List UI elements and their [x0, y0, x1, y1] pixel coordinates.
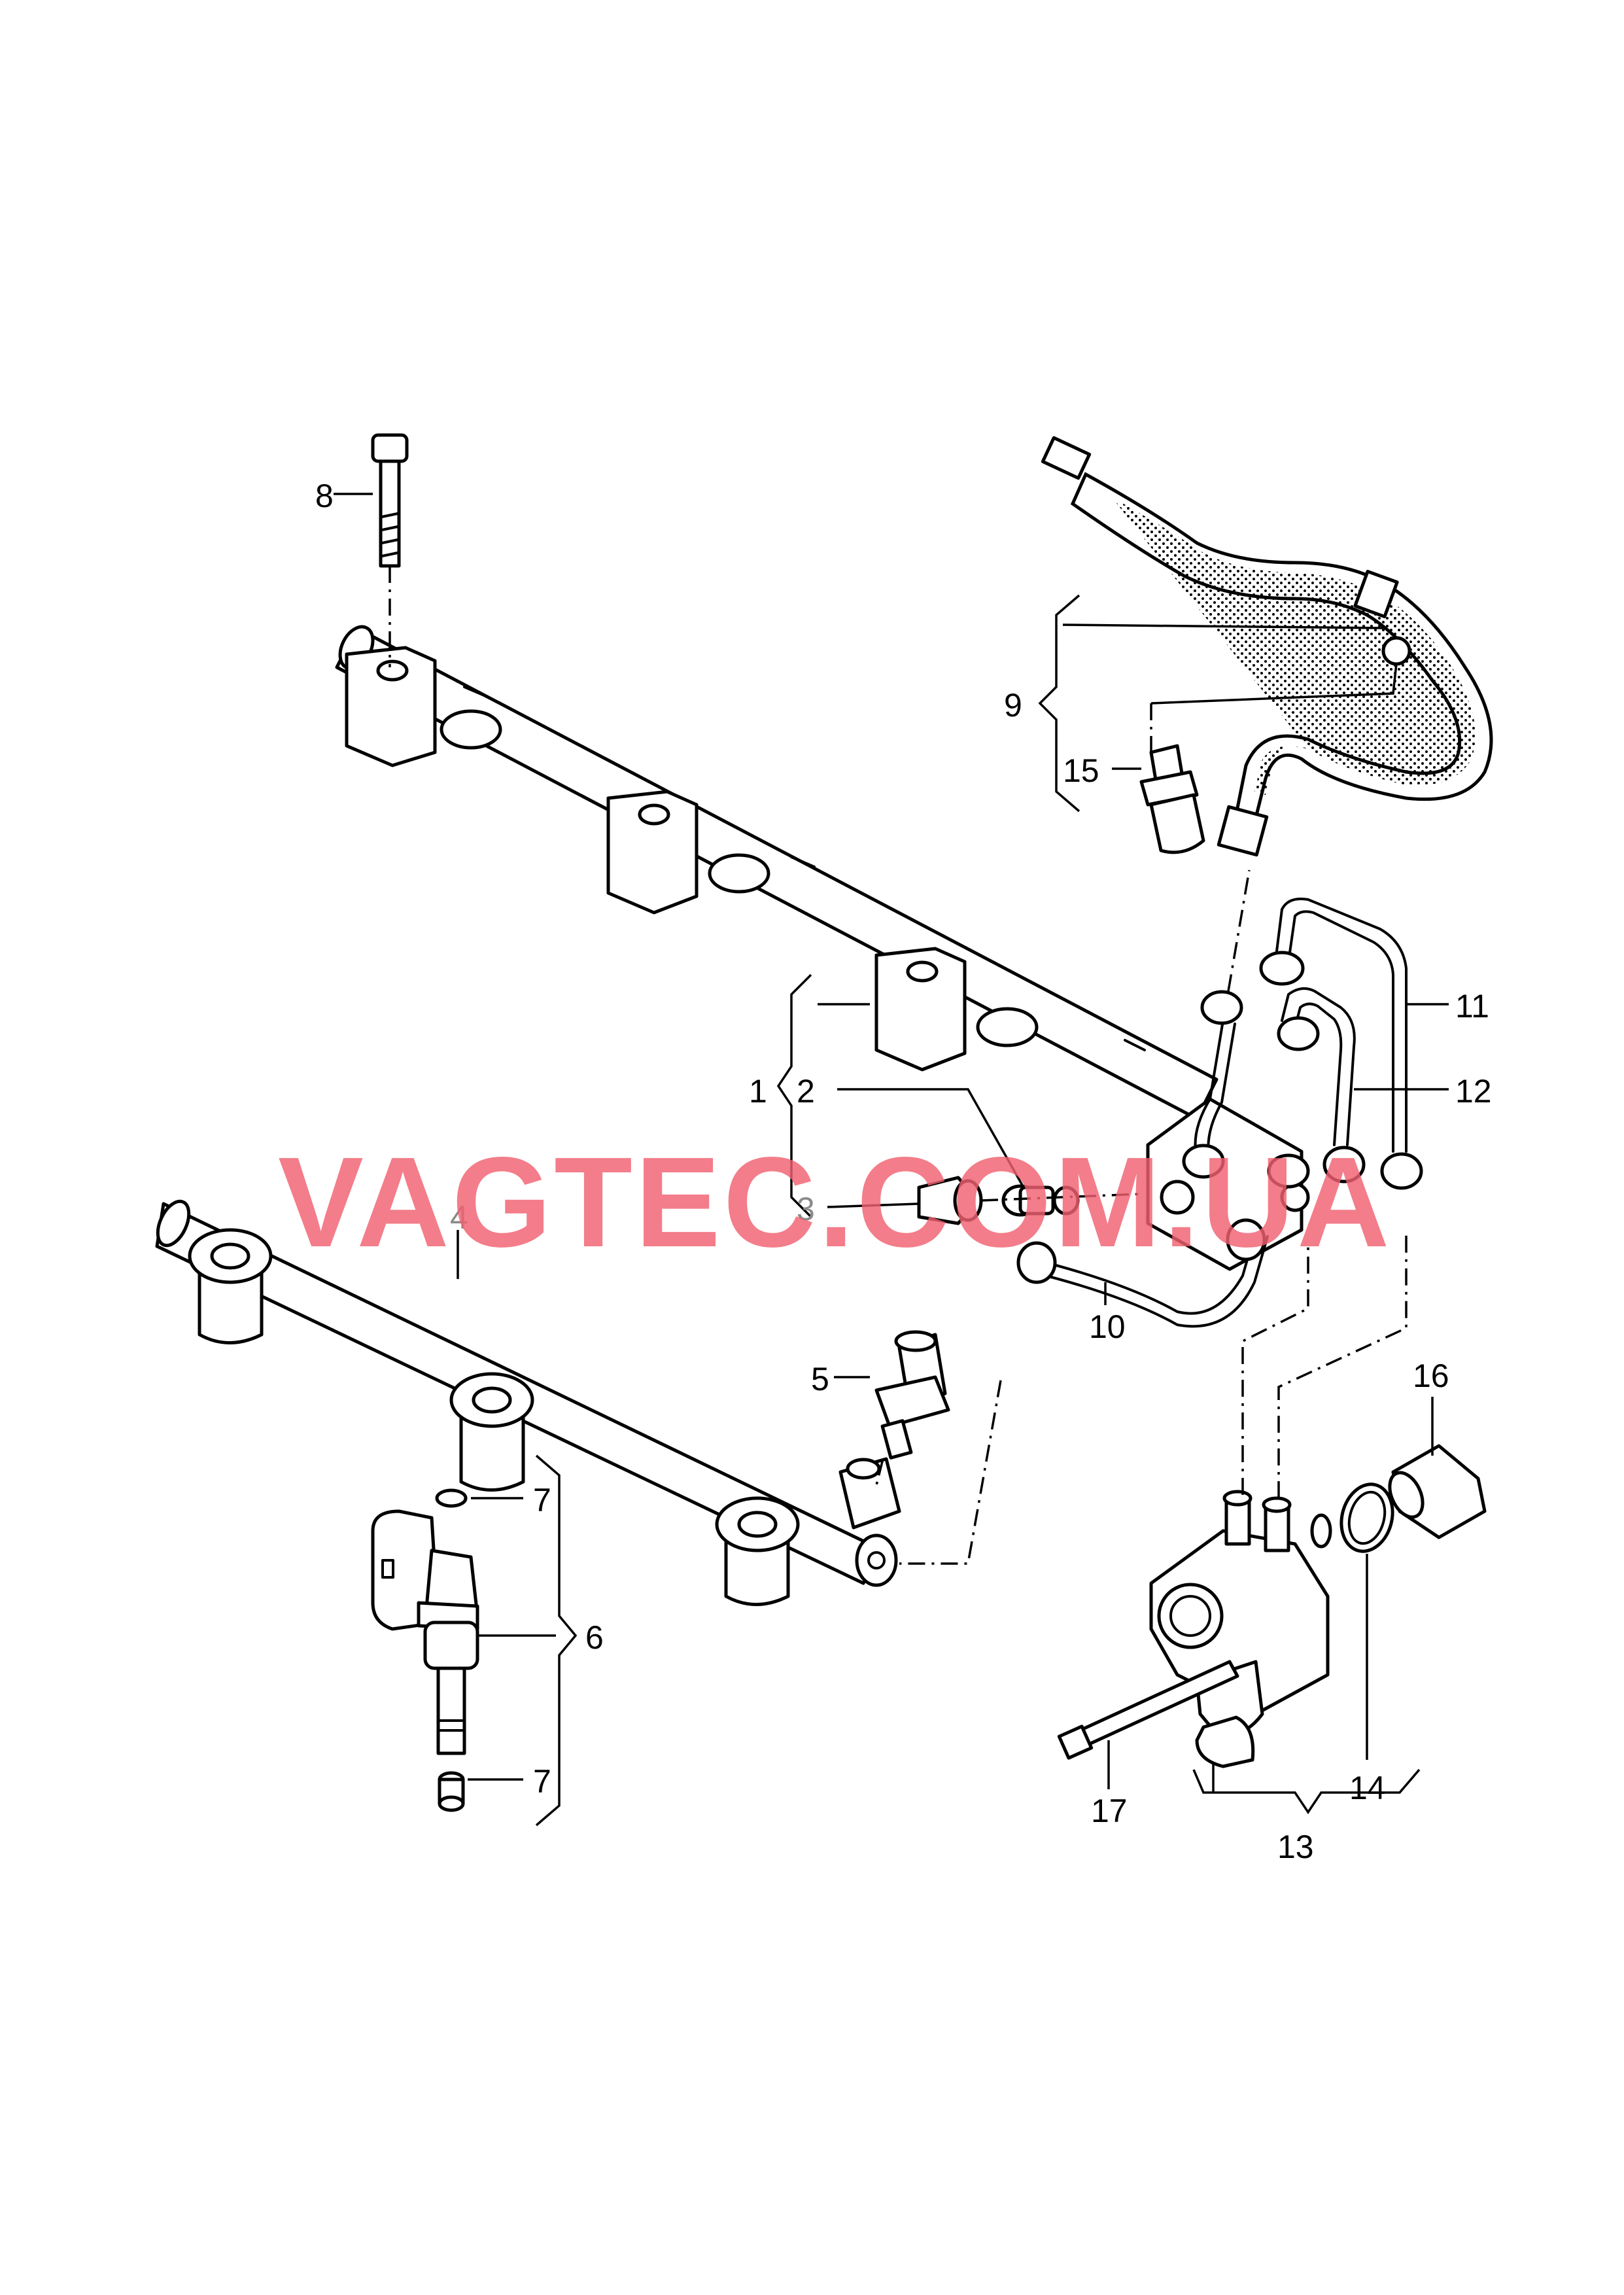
callout-labels: 1 2 3 4 5 6 7 7 8 9 10 11 12 13 14 15 16… [315, 478, 1492, 1865]
callout-1: 1 [749, 1073, 767, 1110]
callout-3: 3 [797, 1191, 815, 1227]
callout-17: 17 [1091, 1793, 1128, 1829]
bolt-17 [1057, 1660, 1239, 1760]
seal-ring-14 [1339, 1482, 1394, 1553]
cap-16 [1388, 1444, 1487, 1539]
watermark: VAGTEC.COM.UA [278, 1130, 1392, 1274]
callout-8: 8 [315, 478, 334, 514]
callout-13: 13 [1277, 1829, 1314, 1865]
upper-fuel-rail [335, 625, 1310, 1271]
fuel-line-10 [899, 1218, 1269, 1565]
valve-2 [1001, 1184, 1080, 1217]
lower-fuel-rail [155, 1199, 901, 1606]
callout-10: 10 [1089, 1308, 1126, 1345]
bolt-8 [371, 433, 409, 667]
injector-6 [371, 1488, 479, 1812]
callout-5: 5 [811, 1361, 829, 1397]
callout-11: 11 [1455, 988, 1489, 1025]
callout-16: 16 [1413, 1358, 1449, 1394]
callout-6: 6 [585, 1619, 604, 1656]
plug-3 [917, 1176, 1142, 1225]
callout-12: 12 [1455, 1073, 1492, 1110]
leader-lines [334, 493, 1449, 1827]
callout-15: 15 [1063, 752, 1099, 789]
sensor-15 [1139, 703, 1205, 854]
callout-7-upper: 7 [533, 1482, 551, 1518]
callout-7-lower: 7 [533, 1763, 551, 1800]
fuel-line-12 [1277, 987, 1366, 1183]
rail-to-hose-line [1182, 869, 1310, 1189]
callout-4: 4 [450, 1199, 468, 1236]
callout-2: 2 [797, 1073, 815, 1110]
callout-14: 14 [1349, 1770, 1386, 1806]
callout-9: 9 [1004, 687, 1022, 724]
flexible-hose-9 [1041, 436, 1493, 857]
pressure-sensor-5 [874, 1330, 950, 1486]
high-pressure-pump-13 [1149, 1230, 1408, 1768]
fuel-line-11 [1259, 898, 1423, 1190]
